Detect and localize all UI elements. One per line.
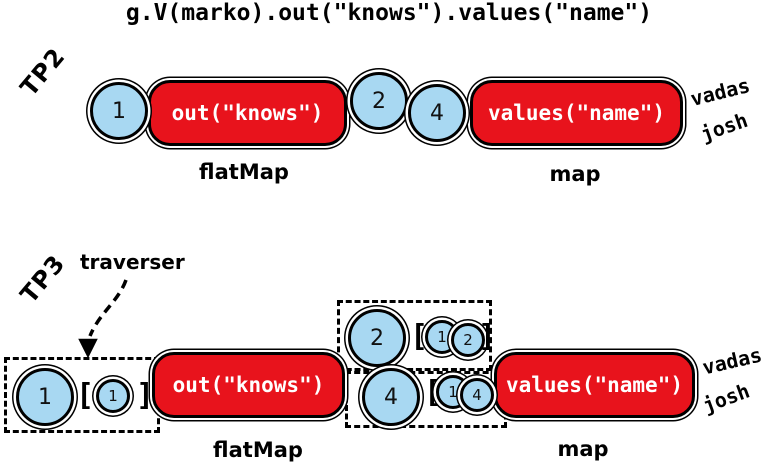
traverser-arrow-icon (75, 279, 128, 362)
path-open-bracket: [ (410, 319, 429, 354)
tp3-path-4-item-4: 4 (460, 378, 494, 412)
tp3-path-2-item-2: 2 (451, 323, 485, 357)
path-close-bracket: ] (478, 319, 497, 354)
tp3-input-bulk-1: 1 (96, 379, 130, 413)
tp3-map-step: values("name") (494, 352, 695, 418)
traverser-annotation: traverser (80, 250, 185, 274)
traverser-value: 2 (370, 325, 384, 351)
tp2-mid-traverser-2: 2 (350, 72, 408, 130)
tp2-label: TP2 (14, 42, 71, 102)
traverser-value: 2 (372, 88, 386, 114)
traverser-value: 1 (112, 98, 126, 124)
tp2-flatmap-step: out("knows") (148, 80, 347, 146)
tp3-mid-traverser-4: 4 (362, 368, 420, 426)
tp2-map-label: map (549, 162, 601, 186)
traverser-value: 4 (430, 100, 444, 126)
step-code: values("name") (487, 101, 665, 125)
step-code: out("knows") (172, 373, 325, 397)
bulk-close-bracket: ] (136, 378, 155, 413)
tp3-flatmap-label: flatMap (213, 438, 303, 462)
traverser-value: 1 (108, 387, 118, 405)
bulk-open-bracket: [ (76, 378, 95, 413)
step-code: values("name") (505, 373, 683, 397)
tp2-flatmap-label: flatMap (199, 160, 289, 184)
tp2-result-josh: josh (697, 107, 751, 147)
tp2-map-step: values("name") (470, 80, 683, 146)
tp3-result-vadas: vadas (700, 342, 765, 380)
traverser-value: 2 (463, 331, 473, 349)
tp3-mid-traverser-2: 2 (348, 309, 406, 367)
tp3-input-traverser: 1 (16, 368, 74, 426)
tp3-flatmap-step: out("knows") (152, 352, 345, 418)
traverser-value: 1 (437, 328, 447, 346)
tp2-input-traverser: 1 (90, 82, 148, 140)
traverser-value: 1 (38, 384, 52, 410)
tp2-mid-traverser-4: 4 (408, 84, 466, 142)
tp3-map-label: map (557, 437, 609, 461)
traverser-value: 1 (448, 383, 458, 401)
tp3-result-josh: josh (699, 378, 753, 418)
step-code: out("knows") (171, 101, 324, 125)
traverser-value: 4 (472, 386, 482, 404)
gremlin-query-title: g.V(marko).out("knows").values("name") (125, 0, 653, 26)
traverser-value: 4 (384, 384, 398, 410)
tp2-result-vadas: vadas (687, 73, 753, 111)
